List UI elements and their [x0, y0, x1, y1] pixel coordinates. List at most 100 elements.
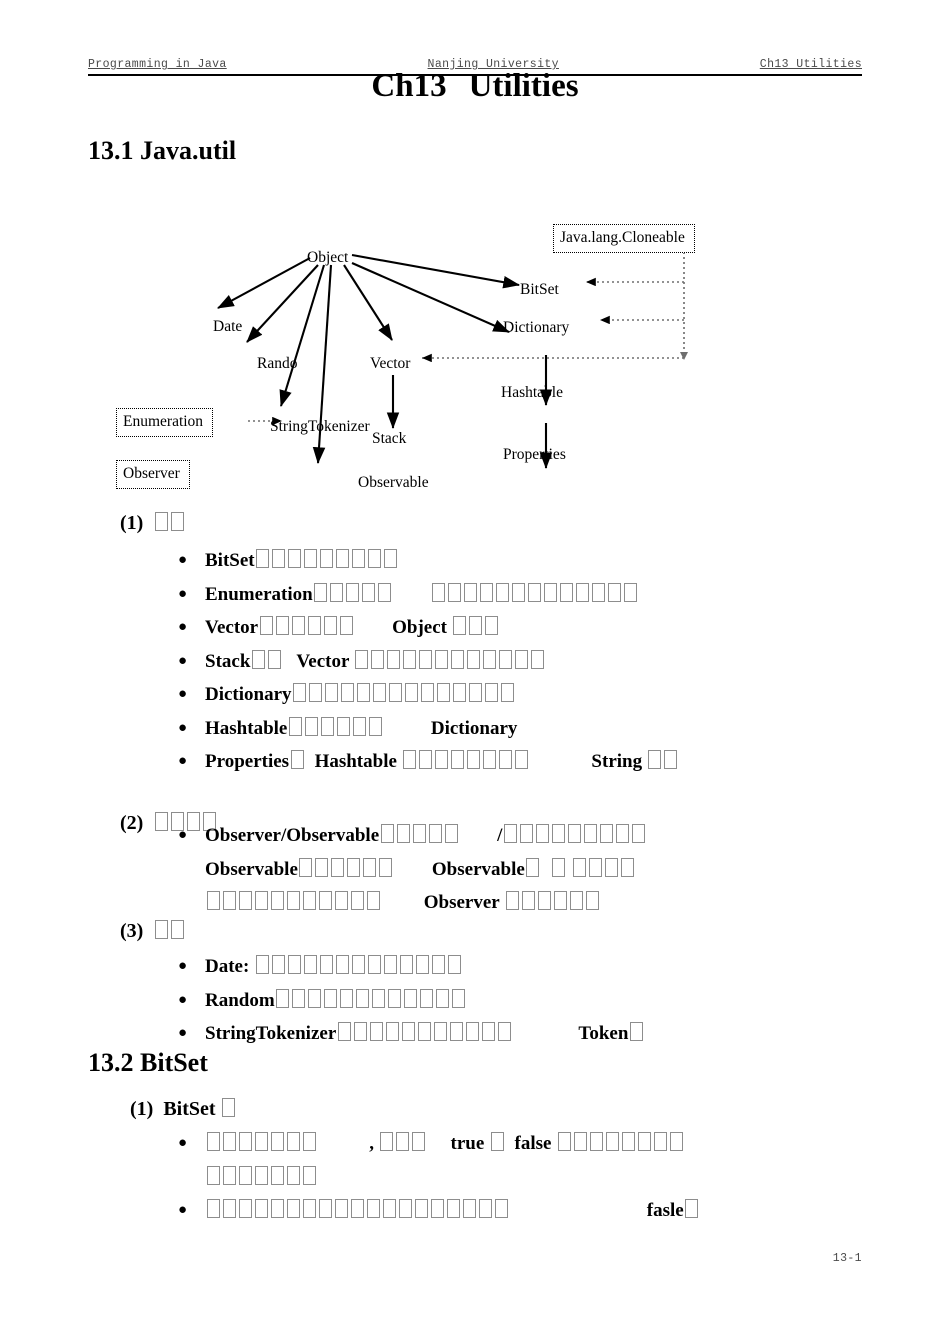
missing-glyph-box	[352, 549, 366, 568]
missing-glyph-box	[421, 683, 435, 702]
missing-glyph-box	[389, 683, 403, 702]
missing-glyph-box	[238, 1165, 252, 1185]
missing-glyph-box	[335, 955, 349, 974]
list-group-heading: (3)	[120, 920, 185, 941]
missing-glyph-box	[222, 1098, 236, 1117]
missing-glyph-box	[251, 649, 265, 669]
missing-glyph-box	[399, 955, 413, 974]
missing-glyph-box	[412, 824, 426, 843]
bullet-marker: ●	[178, 1135, 188, 1151]
missing-glyph-box	[307, 616, 321, 635]
header-left: Programming in Java	[88, 58, 227, 71]
missing-glyph-box	[382, 1199, 396, 1218]
text-run: Random	[205, 989, 275, 1011]
missing-glyph-box	[449, 1022, 463, 1041]
missing-glyph-box	[299, 857, 313, 877]
missing-glyph-box	[401, 1022, 415, 1041]
missing-glyph-box	[170, 812, 184, 831]
header-right: Ch13 Utilities	[759, 58, 862, 71]
missing-glyph-box	[615, 824, 629, 843]
missing-glyph-box	[270, 891, 284, 910]
missing-glyph-box	[629, 1022, 643, 1041]
missing-glyph-box	[465, 1022, 479, 1041]
missing-glyph-box	[557, 1132, 571, 1151]
missing-glyph-box	[222, 1165, 236, 1185]
bullet-item: BitSet	[205, 549, 399, 570]
bullet-marker: ●	[178, 991, 188, 1008]
text-run: String	[591, 751, 647, 772]
missing-glyph-box	[462, 1199, 476, 1218]
missing-glyph-box	[154, 920, 168, 939]
missing-glyph-box	[302, 891, 316, 910]
bullet-marker: ●	[178, 719, 188, 736]
missing-glyph-box	[637, 1132, 651, 1151]
missing-glyph-box	[154, 812, 168, 831]
missing-glyph-box	[497, 1022, 511, 1041]
missing-glyph-box	[481, 1022, 495, 1041]
text-gap	[512, 1023, 578, 1044]
missing-glyph-box	[340, 988, 354, 1008]
missing-glyph-box	[222, 1132, 236, 1151]
missing-glyph-box	[254, 1132, 268, 1151]
missing-glyph-box	[419, 649, 433, 669]
bullet-item: StringTokenizer Token	[205, 1022, 644, 1043]
missing-glyph-box	[337, 1022, 351, 1041]
text-gap	[282, 651, 296, 672]
missing-glyph-box	[276, 988, 290, 1008]
bullet-item: Properties Hashtable String	[205, 750, 679, 771]
text-gap	[381, 892, 424, 913]
missing-glyph-box	[544, 582, 558, 602]
missing-glyph-box	[270, 1165, 284, 1185]
missing-glyph-box	[620, 857, 634, 877]
missing-glyph-box	[419, 750, 433, 769]
missing-glyph-box	[435, 649, 449, 669]
missing-glyph-box	[415, 955, 429, 974]
missing-glyph-box	[222, 1199, 236, 1218]
missing-glyph-box	[314, 582, 328, 602]
missing-glyph-box	[154, 512, 168, 531]
missing-glyph-box	[353, 1022, 367, 1041]
missing-glyph-box	[320, 716, 334, 736]
text-run: fasle	[646, 1200, 684, 1221]
missing-glyph-box	[467, 750, 481, 769]
missing-glyph-box	[330, 582, 344, 602]
missing-glyph-box	[336, 716, 350, 736]
missing-glyph-box	[346, 582, 360, 602]
bullet-item: fasle	[205, 1199, 700, 1220]
missing-glyph-box	[288, 716, 302, 736]
missing-glyph-box	[403, 649, 417, 669]
missing-glyph-box	[170, 512, 184, 531]
missing-glyph-box	[478, 1199, 492, 1218]
text-run: Observer	[423, 892, 505, 913]
missing-glyph-box	[452, 988, 466, 1008]
bullet-item: Date:	[205, 955, 462, 976]
text-run: ,	[369, 1133, 379, 1154]
diagram-interface-cloneable: Java.lang.Cloneable	[553, 224, 695, 253]
missing-glyph-box	[569, 891, 583, 910]
diagram-node-bitset: BitSet	[520, 281, 559, 298]
bullet-marker: ●	[178, 652, 188, 669]
missing-glyph-box	[433, 1022, 447, 1041]
diagram-node-vector: Vector	[370, 355, 411, 372]
diagram-node-properties: Properties	[503, 446, 566, 463]
missing-glyph-box	[323, 616, 337, 635]
page-title-part2: Utilities	[468, 68, 579, 104]
diagram-node-stringtokenizer: StringTokenizer	[270, 418, 370, 435]
missing-glyph-box	[206, 1199, 220, 1218]
missing-glyph-box	[350, 1199, 364, 1218]
missing-glyph-box	[380, 824, 394, 843]
missing-glyph-box	[202, 812, 216, 831]
missing-glyph-box	[303, 955, 317, 974]
missing-glyph-box	[384, 549, 398, 568]
missing-glyph-box	[501, 683, 515, 702]
text-gap	[383, 718, 431, 739]
missing-glyph-box	[372, 988, 386, 1008]
missing-glyph-box	[447, 955, 461, 974]
missing-glyph-box	[302, 1165, 316, 1185]
missing-glyph-box	[551, 824, 565, 843]
missing-glyph-box	[319, 955, 333, 974]
missing-glyph-box	[451, 649, 465, 669]
text-run: Observer/Observable	[205, 825, 380, 846]
missing-glyph-box	[515, 750, 529, 769]
